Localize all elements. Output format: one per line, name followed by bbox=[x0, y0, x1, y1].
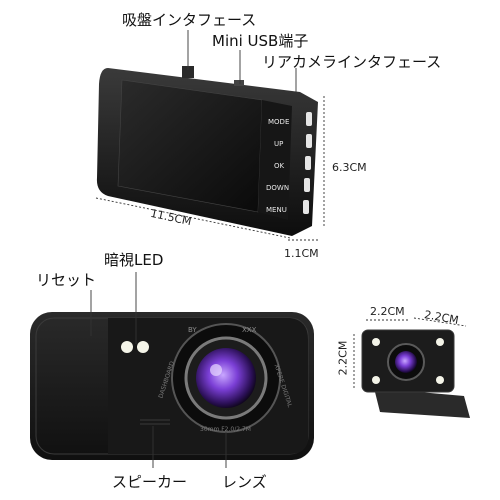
suction-mount bbox=[182, 66, 194, 78]
leader-lines-bottom bbox=[90, 272, 227, 468]
lens-glass bbox=[196, 348, 256, 408]
night-vision-led-2 bbox=[137, 341, 149, 353]
label-lens: レンズ bbox=[222, 473, 267, 491]
rear-led-3 bbox=[372, 376, 380, 384]
label-night-vision-led: 暗視LED bbox=[104, 251, 164, 269]
rear-camera-lens bbox=[395, 351, 417, 373]
usb-port bbox=[234, 80, 244, 86]
dimension-rear-height: 2.2CM bbox=[336, 340, 350, 376]
side-button-3 bbox=[305, 156, 311, 170]
label-mini-usb: Mini USB端子 bbox=[212, 32, 309, 50]
dimension-rear-width: 2.2CM bbox=[370, 305, 405, 318]
dimension-depth: 1.1CM bbox=[284, 247, 319, 260]
button-label-menu: MENU bbox=[266, 206, 287, 214]
button-label-down: DOWN bbox=[266, 184, 290, 192]
rear-led-4 bbox=[436, 376, 444, 384]
label-rear-camera-interface: リアカメラインタフェース bbox=[262, 53, 442, 71]
side-button-1 bbox=[306, 112, 312, 126]
button-label-mode: MODE bbox=[268, 118, 290, 126]
dimension-lines-rear bbox=[353, 317, 467, 390]
screen-bezel-right bbox=[258, 100, 292, 220]
front-text-xxx: XXX bbox=[242, 326, 257, 334]
rear-camera bbox=[361, 329, 470, 418]
button-label-ok: OK bbox=[274, 162, 285, 170]
ring-text-bottom: 30mm F2.0/2.7M bbox=[200, 426, 251, 433]
button-label-up: UP bbox=[274, 140, 284, 148]
side-button-2 bbox=[306, 134, 312, 148]
night-vision-led-1 bbox=[121, 341, 133, 353]
side-button-4 bbox=[304, 178, 310, 192]
dashcam-rear-view bbox=[96, 66, 318, 236]
label-reset: リセット bbox=[36, 271, 97, 289]
side-button-5 bbox=[303, 200, 309, 214]
label-speaker: スピーカー bbox=[112, 473, 188, 491]
dashcam-front-view bbox=[30, 312, 314, 460]
speaker-grill bbox=[140, 419, 170, 425]
dimension-lines-top bbox=[95, 96, 325, 241]
dimension-height: 6.3CM bbox=[332, 161, 367, 174]
rear-led-2 bbox=[436, 338, 444, 346]
label-suction-mount: 吸盤インタフェース bbox=[122, 11, 257, 29]
lens-highlight bbox=[210, 364, 222, 376]
front-text-by: BY bbox=[188, 326, 197, 334]
leader-lines-top bbox=[187, 30, 297, 96]
rear-led-1 bbox=[372, 338, 380, 346]
rear-camera-bracket bbox=[374, 388, 470, 418]
